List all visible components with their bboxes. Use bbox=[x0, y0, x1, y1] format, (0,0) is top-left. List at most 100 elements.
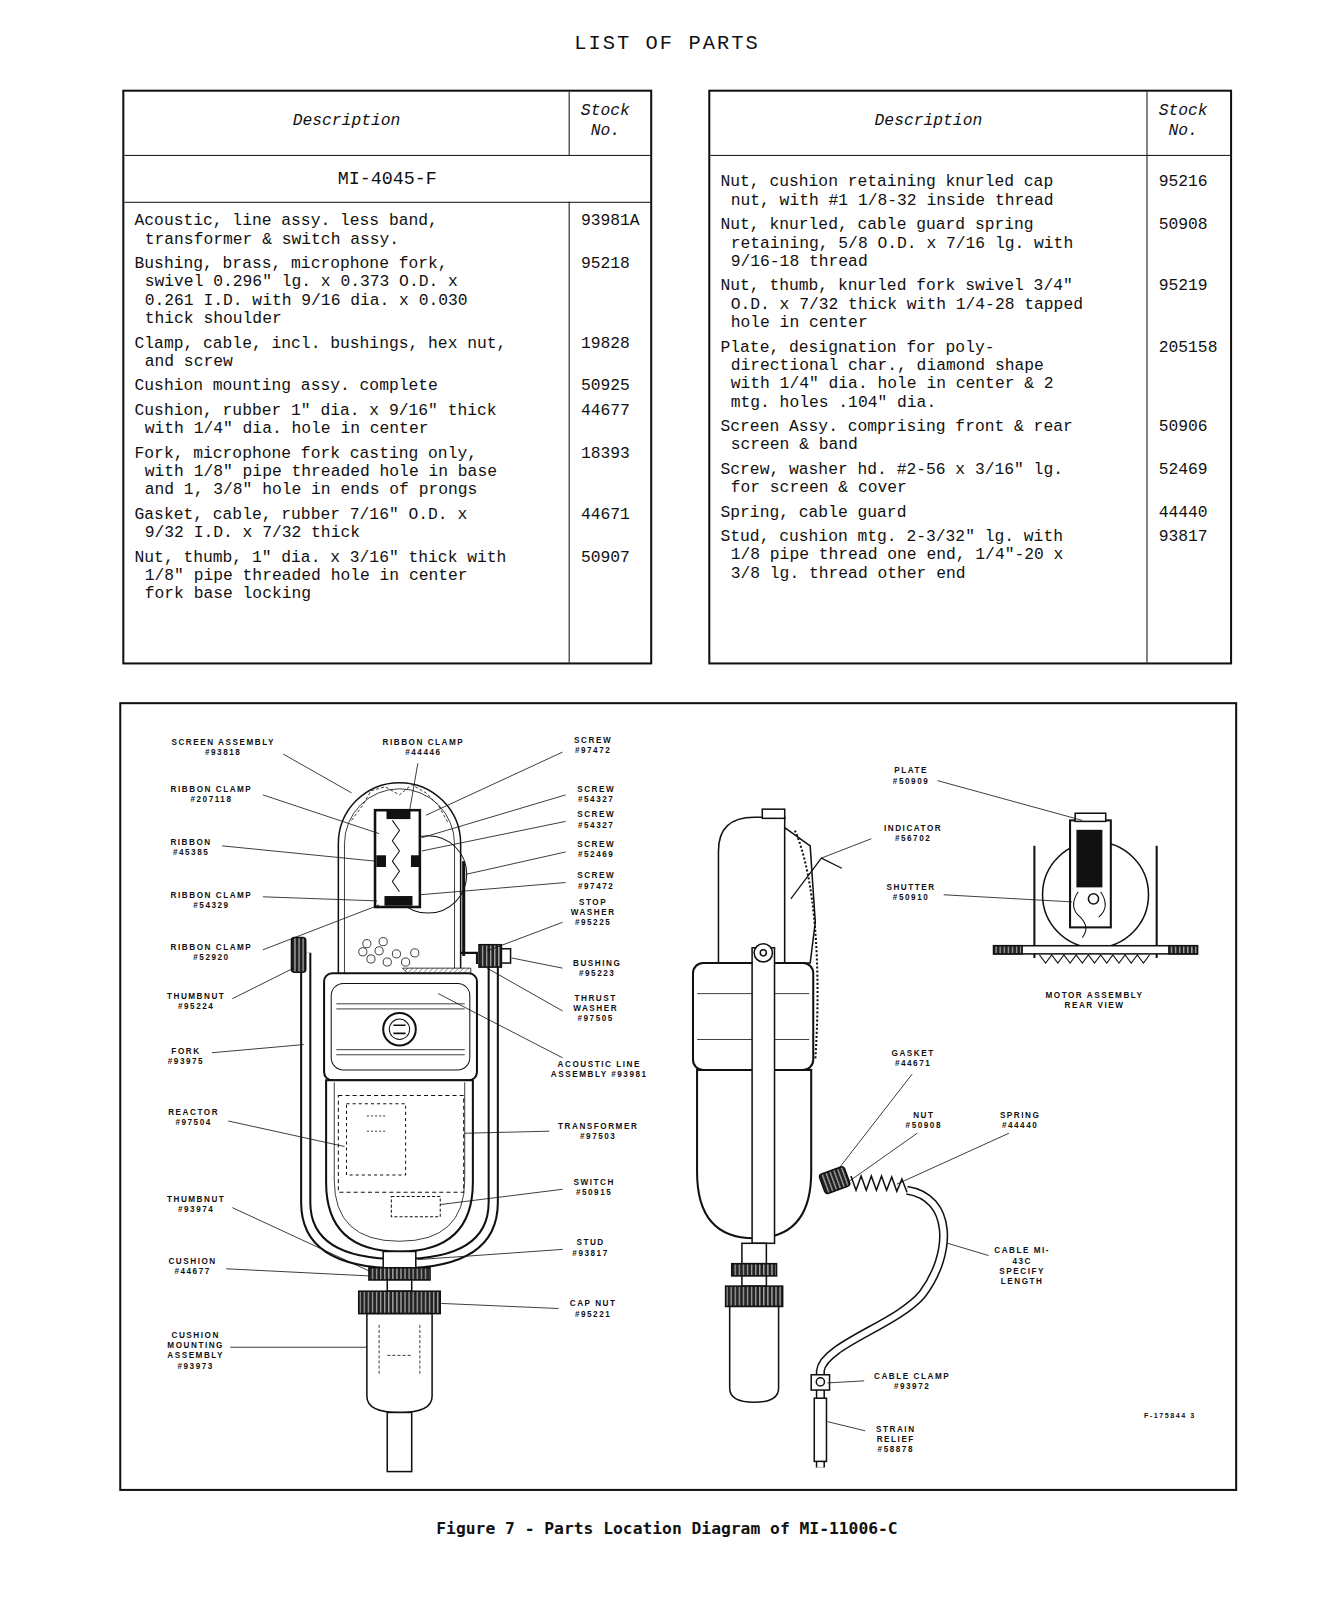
part-description: Fork, microphone fork casting only, with… bbox=[124, 444, 506, 499]
illustration-part bbox=[389, 1019, 409, 1039]
illustration-part bbox=[816, 1378, 824, 1386]
illustration-part bbox=[479, 945, 501, 967]
table-row: Stud, cushion mtg. 2-3/32" lg. with 1/8 … bbox=[710, 528, 1230, 583]
leader-line bbox=[263, 795, 379, 834]
stock-number: 205158 bbox=[1159, 338, 1218, 356]
illustration-part bbox=[762, 809, 784, 818]
stock-number: 52469 bbox=[1159, 461, 1208, 479]
part-description: Nut, knurled, cable guard spring retaini… bbox=[710, 216, 1087, 271]
illustration-part bbox=[379, 938, 387, 946]
table-row: Nut, knurled, cable guard spring retaini… bbox=[710, 216, 1230, 271]
leader-line bbox=[263, 897, 377, 901]
illustration-part bbox=[1088, 894, 1098, 904]
callout-label: F-175844 3 bbox=[1139, 1410, 1200, 1420]
illustration-part bbox=[352, 785, 449, 824]
part-description: Nut, thumb, knurled fork swivel 3/4" O.D… bbox=[710, 277, 1087, 332]
illustration-part bbox=[402, 958, 410, 966]
leader-line bbox=[232, 968, 293, 999]
page-title: LIST OF PARTS bbox=[0, 32, 1334, 55]
callout-label: SCREW #52469 bbox=[571, 840, 622, 860]
illustration-part bbox=[367, 955, 375, 963]
illustration-part bbox=[819, 1166, 851, 1194]
illustration-part bbox=[383, 1013, 416, 1046]
callout-label: THRUST WASHER #97505 bbox=[568, 994, 624, 1025]
part-description: Nut, cushion retaining knurled cap nut, … bbox=[710, 173, 1087, 210]
leader-line bbox=[283, 754, 351, 793]
leader-line bbox=[838, 1074, 912, 1170]
illustration-part bbox=[994, 946, 1198, 954]
illustration-part bbox=[392, 950, 400, 958]
illustration-part bbox=[367, 1131, 387, 1132]
part-description: Screw, washer hd. #2-56 x 3/16" lg. for … bbox=[710, 461, 1087, 498]
leader-line bbox=[222, 846, 375, 861]
rule bbox=[569, 92, 570, 155]
leader-line bbox=[512, 958, 563, 968]
stock-number: 50907 bbox=[581, 548, 630, 566]
illustration-part bbox=[387, 1412, 411, 1471]
callout-label: REACTOR #97504 bbox=[163, 1108, 224, 1128]
rule bbox=[710, 155, 1230, 156]
leader-line bbox=[420, 883, 566, 895]
table-row: Nut, cushion retaining knurled cap nut, … bbox=[710, 173, 1230, 210]
illustration-part bbox=[359, 938, 419, 967]
leader-line bbox=[848, 1133, 917, 1182]
callout-label: SCREW #54327 bbox=[571, 785, 622, 805]
stock-number: 50908 bbox=[1159, 216, 1208, 234]
callout-label: SCREW #97472 bbox=[571, 871, 622, 891]
callout-label: RIBBON #45385 bbox=[163, 838, 219, 858]
stock-number: 18393 bbox=[581, 444, 630, 462]
illustration-part bbox=[1070, 820, 1111, 927]
stock-number: 44440 bbox=[1159, 503, 1208, 521]
illustration-part bbox=[336, 1003, 464, 1004]
table-row: Bushing, brass, microphone fork, swivel … bbox=[124, 255, 650, 328]
table-row: Plate, designation for poly-directional … bbox=[710, 338, 1230, 411]
illustration-part bbox=[344, 789, 454, 973]
leader-line bbox=[821, 839, 871, 858]
callout-label: NUT #50908 bbox=[901, 1111, 947, 1131]
illustration-part bbox=[383, 1251, 416, 1267]
leader-line bbox=[422, 795, 566, 838]
illustration-part bbox=[367, 1115, 387, 1116]
illustration-part bbox=[369, 1268, 430, 1280]
part-description: Bushing, brass, microphone fork, swivel … bbox=[124, 255, 506, 328]
rule bbox=[124, 202, 650, 203]
illustration-part bbox=[359, 1291, 441, 1313]
stock-number: 93817 bbox=[1159, 528, 1208, 546]
callout-label: CABLE CLAMP #93972 bbox=[868, 1372, 956, 1392]
callout-label: SCREW #97472 bbox=[568, 736, 619, 756]
illustration-part bbox=[742, 1276, 766, 1286]
callout-label: RIBBON CLAMP #52920 bbox=[163, 943, 260, 963]
illustration-part bbox=[336, 1049, 464, 1050]
illustration-part bbox=[752, 948, 774, 1244]
rule bbox=[569, 202, 570, 663]
table-row: Screen Assy. comprising front & rear scr… bbox=[710, 418, 1230, 455]
illustration-part bbox=[462, 861, 465, 956]
illustration-part bbox=[387, 810, 409, 818]
illustration-part bbox=[383, 958, 391, 966]
part-description: Gasket, cable, rubber 7/16" O.D. x 9/32 … bbox=[124, 505, 506, 542]
table-row: Nut, thumb, knurled fork swivel 3/4" O.D… bbox=[710, 277, 1230, 332]
illustration-part bbox=[718, 817, 784, 963]
illustration-part bbox=[338, 1096, 463, 1193]
part-description: Cushion mounting assy. complete bbox=[124, 377, 506, 395]
leader-line bbox=[440, 1189, 562, 1204]
callout-label: RIBBON CLAMP #54329 bbox=[163, 891, 260, 911]
illustration-part bbox=[392, 820, 399, 891]
illustration-part bbox=[391, 1196, 440, 1216]
leader-line bbox=[212, 1045, 304, 1053]
callout-label: MOTOR ASSEMBLY REAR VIEW bbox=[1039, 991, 1149, 1011]
table-row: Fork, microphone fork casting only, with… bbox=[124, 444, 650, 499]
column-header: Stock No. bbox=[1153, 102, 1214, 141]
model-number: MI-4045-F bbox=[124, 169, 650, 189]
illustration-part bbox=[820, 1190, 943, 1467]
illustration-part bbox=[732, 1264, 777, 1276]
table-row: Cushion, rubber 1" dia. x 9/16" thick wi… bbox=[124, 402, 650, 439]
callout-label: PLATE #50909 bbox=[887, 766, 936, 786]
illustration-part bbox=[359, 948, 367, 956]
illustration-part bbox=[375, 947, 383, 955]
leader-line bbox=[441, 1303, 558, 1308]
table-row: Screw, washer hd. #2-56 x 3/16" lg. for … bbox=[710, 461, 1230, 498]
part-description: Plate, designation for poly-directional … bbox=[710, 338, 1087, 411]
table-row: Clamp, cable, incl. bushings, hex nut, a… bbox=[124, 334, 650, 371]
stock-number: 95216 bbox=[1159, 173, 1208, 191]
